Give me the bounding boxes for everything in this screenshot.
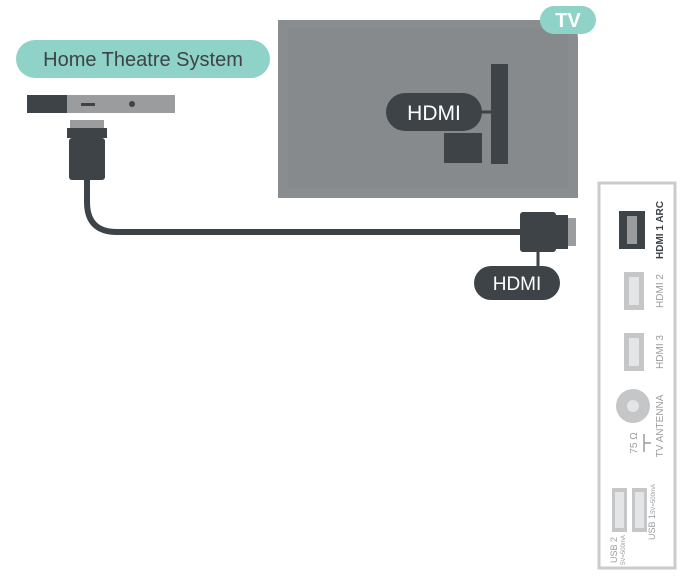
cable-plug-device-end: [67, 120, 107, 180]
usb-2-port: [612, 488, 627, 532]
home-theatre-label: Home Theatre System: [16, 40, 270, 78]
antenna-label: TV ANTENNA: [655, 394, 666, 457]
hdmi-3-label: HDMI 3: [655, 335, 666, 369]
hdmi-2-label: HDMI 2: [655, 274, 666, 308]
antenna-ohm-label: 75 Ω: [629, 432, 640, 454]
usb-1-label: USB 1: [647, 514, 657, 540]
antenna-symbol-icon: [643, 434, 651, 452]
device-indicator-dot: [129, 101, 135, 107]
hdmi-cable-label: HDMI: [474, 252, 560, 300]
antenna-port: [616, 389, 650, 423]
hdmi-tv-label: HDMI: [386, 93, 494, 131]
tv-hdmi-port: [444, 133, 482, 163]
usb-1-spec: 5V=500mA: [651, 484, 657, 514]
tv-badge: TV: [540, 6, 596, 34]
hdmi-1-arc-label: HDMI 1 ARC: [655, 201, 666, 259]
hdmi-cable-label-text: HDMI: [493, 274, 542, 295]
hdmi-cable: [67, 120, 576, 252]
usb-2-label: USB 2: [609, 537, 619, 563]
hdmi-2-port: [624, 272, 644, 310]
home-theatre-device: [27, 95, 175, 113]
cable-plug-panel-end: [520, 212, 576, 252]
tv-stand-pole: [491, 64, 508, 164]
hdmi-3-port: [624, 333, 644, 371]
usb-1-port: [632, 488, 647, 532]
cable-wire: [84, 178, 522, 235]
hdmi-tv-label-text: HDMI: [407, 102, 461, 125]
usb-2-spec: 5V=500mA: [621, 535, 627, 565]
tv-badge-text: TV: [555, 10, 581, 32]
hdmi-1-arc-port: [619, 211, 645, 249]
home-theatre-label-text: Home Theatre System: [43, 49, 243, 71]
tv-connector-panel: HDMI 1 ARC HDMI 2 HDMI 3 75 Ω TV ANTENNA: [597, 181, 677, 570]
device-slot: [81, 103, 95, 106]
